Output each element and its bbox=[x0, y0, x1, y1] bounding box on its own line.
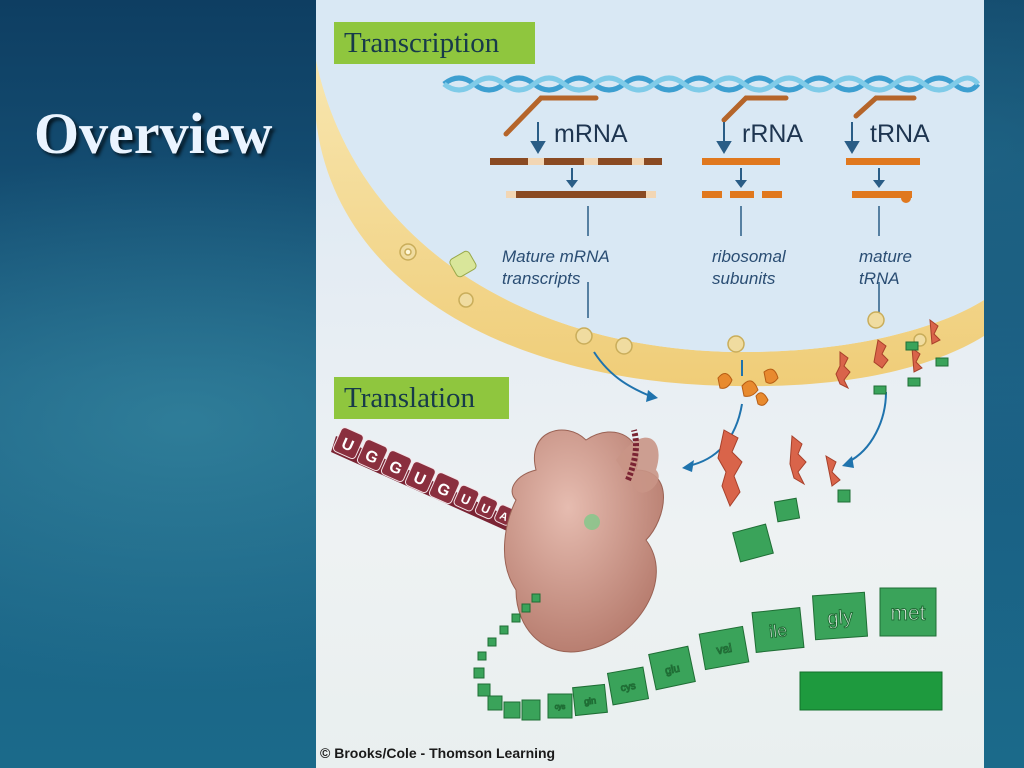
dna-helix bbox=[442, 75, 980, 93]
amino-acid-label: ile bbox=[768, 620, 788, 642]
caption-line: Mature mRNA bbox=[502, 247, 610, 266]
polypeptide-tail bbox=[473, 593, 541, 721]
amino-acid-label: met bbox=[890, 602, 925, 625]
exiting-mrna bbox=[625, 429, 639, 482]
trna-molecules bbox=[717, 318, 941, 508]
mrna-bases: U G G U G U U A bbox=[332, 427, 515, 526]
caption-line: transcripts bbox=[502, 269, 581, 288]
mrna-label: mRNA bbox=[554, 120, 628, 148]
copyright-notice: © Brooks/Cole - Thomson Learning bbox=[320, 745, 556, 761]
gene-expression-figure: U G G U G U U A bbox=[316, 0, 984, 768]
caption-pointers bbox=[587, 206, 880, 318]
transcription-label: Transcription bbox=[334, 22, 535, 64]
ribosomal-subunits bbox=[717, 368, 779, 406]
rrna-processing bbox=[702, 158, 782, 198]
caption-trna: mature tRNA bbox=[859, 246, 949, 290]
caption-mrna: Mature mRNA transcripts bbox=[502, 246, 652, 290]
nuclear-pores bbox=[399, 243, 927, 355]
slide-title: Overview bbox=[34, 101, 273, 166]
amino-acid-label: cys bbox=[620, 681, 637, 694]
amino-acid-label: gln bbox=[584, 695, 597, 706]
caption-rrna: ribosomal subunits bbox=[712, 246, 862, 290]
caption-line: mature bbox=[859, 247, 912, 266]
figure-artwork: U G G U G U U A bbox=[316, 0, 984, 721]
translation-label: Translation bbox=[334, 377, 509, 419]
caption-line: ribosomal bbox=[712, 247, 786, 266]
amino-acid-label: gly bbox=[827, 606, 854, 630]
export-arrowheads bbox=[646, 390, 854, 472]
transcription-arrows bbox=[530, 122, 860, 154]
polypeptide-chain: met gly ile val glu cys gln cys bbox=[547, 587, 937, 719]
caption-line: tRNA bbox=[859, 269, 900, 288]
trna-processing bbox=[846, 158, 920, 203]
rrna-label: rRNA bbox=[742, 120, 804, 148]
amino-acid-label: val bbox=[715, 641, 733, 657]
ribosome bbox=[503, 429, 664, 653]
caption-line: subunits bbox=[712, 269, 776, 288]
nuclear-envelope bbox=[316, 60, 984, 387]
trna-label: tRNA bbox=[870, 120, 930, 148]
amino-acid-label: cys bbox=[555, 704, 566, 711]
green-bar bbox=[799, 671, 943, 711]
pore-complex bbox=[449, 250, 477, 278]
mrna-processing bbox=[490, 158, 662, 198]
amino-acid-label: glu bbox=[664, 663, 681, 678]
trna-amino-acids bbox=[732, 341, 949, 563]
nascent-transcripts bbox=[503, 95, 917, 137]
